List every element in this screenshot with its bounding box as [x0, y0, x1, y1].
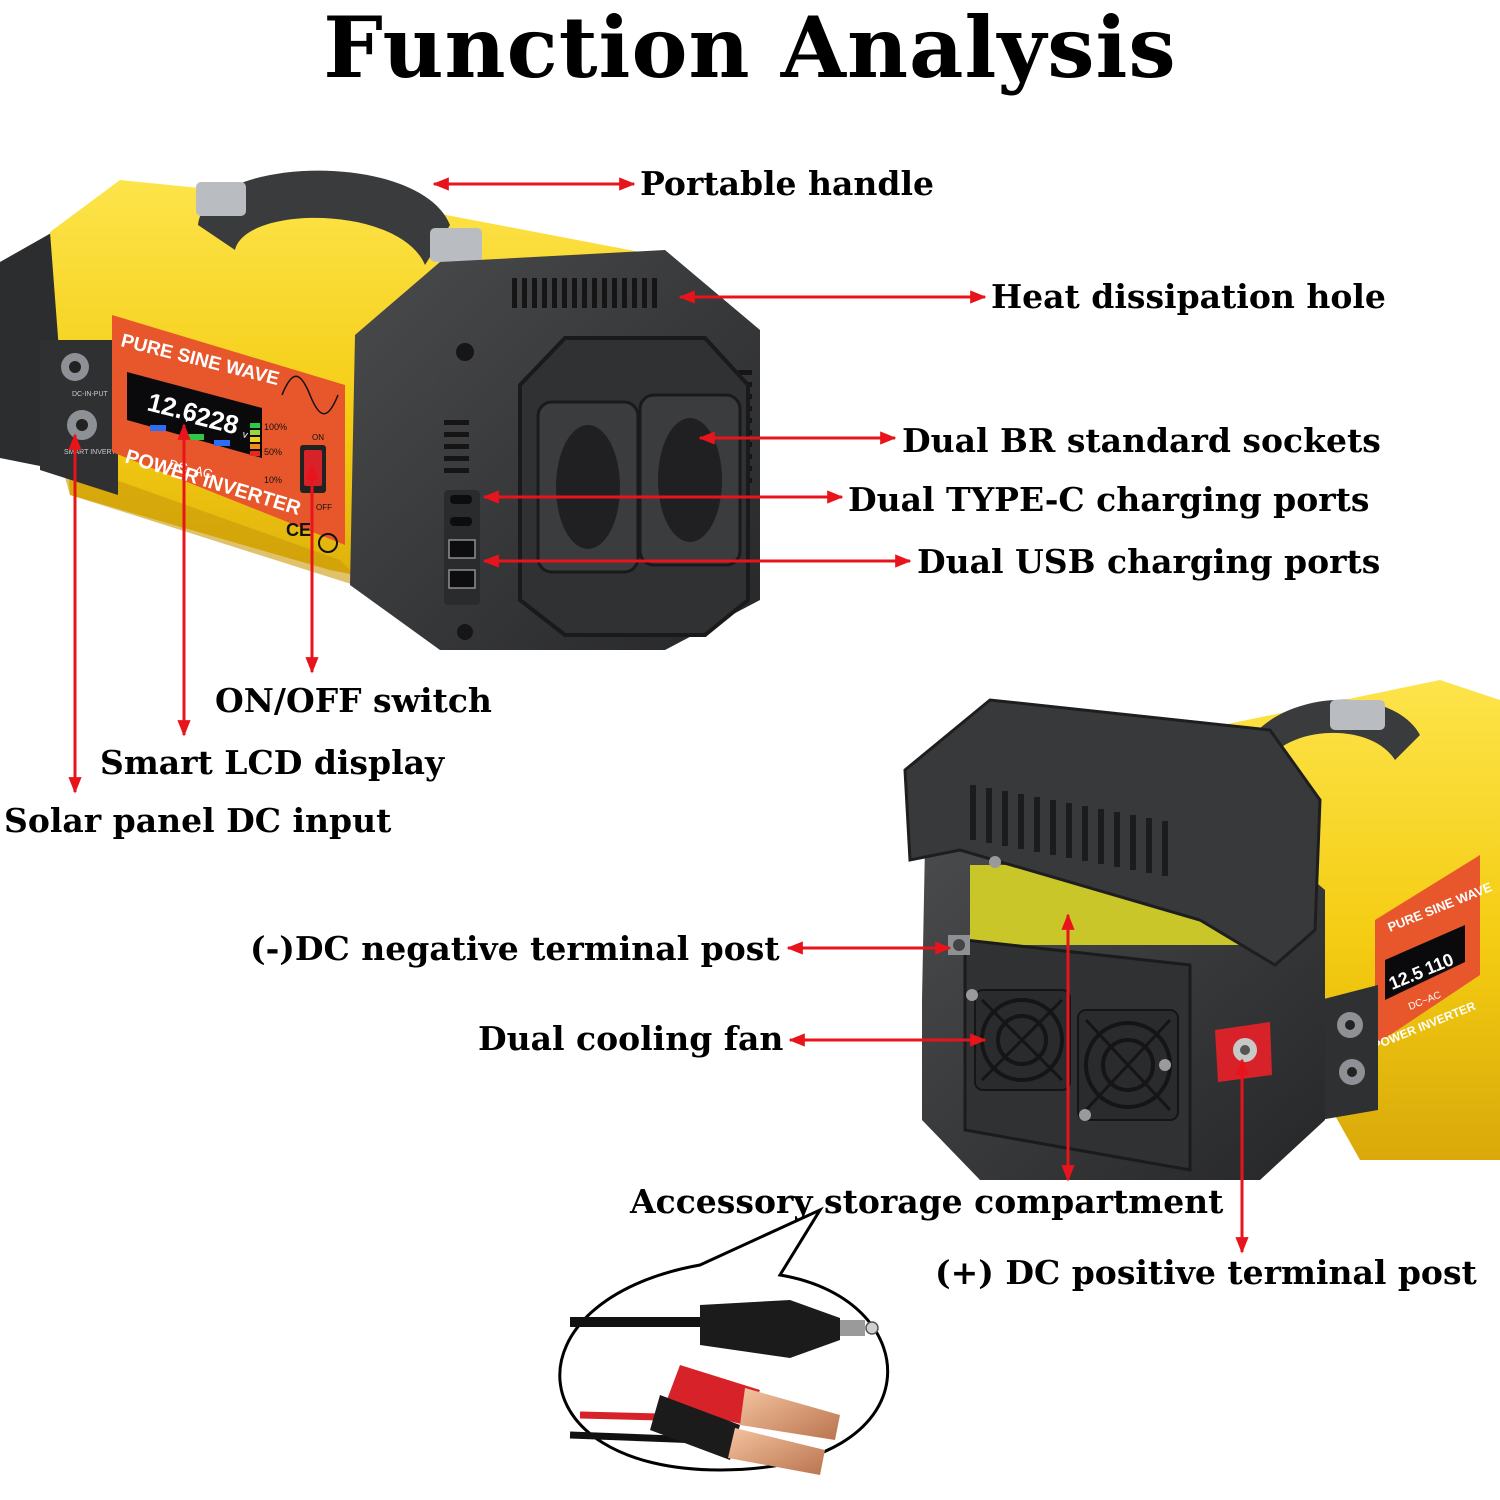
label-dual-usb-ports: Dual USB charging ports — [917, 542, 1381, 581]
label-smart-lcd-display: Smart LCD display — [100, 743, 445, 782]
label-dual-cooling-fan: Dual cooling fan — [478, 1019, 784, 1058]
label-dc-positive-post: (+) DC positive terminal post — [935, 1253, 1477, 1292]
battery-clamp-cables — [569, 1365, 840, 1475]
heat-dissipation-vents — [512, 278, 657, 308]
page-title: Function Analysis — [323, 0, 1177, 97]
switch-off-label: OFF — [316, 503, 332, 512]
recycle-icon — [318, 533, 338, 553]
sine-wave-icon — [281, 375, 339, 415]
type-c-port-2 — [450, 517, 472, 526]
label-dc-negative-post: (-)DC negative terminal post — [250, 929, 780, 968]
storage-lid — [903, 698, 1322, 967]
ce-mark: CE — [286, 520, 311, 540]
label-heat-dissipation-hole: Heat dissipation hole — [991, 277, 1386, 316]
battery-level-bars — [250, 423, 260, 456]
inverter-front-view: DC-IN-PUT SMART INVERTER PURE SINE WAVE … — [0, 170, 760, 650]
inverter-rear-view: PURE SINE WAVE 12.5 110 DC~AC POWER INVE… — [903, 680, 1500, 1180]
lcd-unit-in: v — [183, 413, 191, 425]
usb-port-2 — [448, 569, 476, 589]
cigarette-lighter-cable — [570, 1300, 879, 1358]
label-solar-dc-input: Solar panel DC input — [4, 801, 392, 840]
level-10-label: 10% — [264, 475, 282, 485]
switch-on-label: ON — [312, 433, 324, 442]
label-accessory-storage: Accessory storage compartment — [630, 1182, 1224, 1221]
level-50-label: 50% — [264, 447, 282, 457]
port-label-top: DC-IN-PUT — [72, 391, 108, 398]
type-c-port-1 — [450, 495, 472, 504]
label-dual-br-sockets: Dual BR standard sockets — [902, 421, 1381, 460]
portable-handle-shape — [198, 170, 450, 265]
lcd-display — [127, 372, 262, 458]
lcd-unit-out: v — [241, 429, 249, 441]
rear-lcd-display — [1385, 925, 1465, 1000]
port-label-bottom: SMART INVERTER — [64, 449, 125, 456]
label-portable-handle: Portable handle — [640, 164, 935, 203]
label-on-off-switch: ON/OFF switch — [215, 681, 492, 720]
usb-port-1 — [448, 539, 476, 559]
level-100-label: 100% — [264, 422, 287, 432]
label-dual-typec-ports: Dual TYPE-C charging ports — [848, 480, 1370, 519]
